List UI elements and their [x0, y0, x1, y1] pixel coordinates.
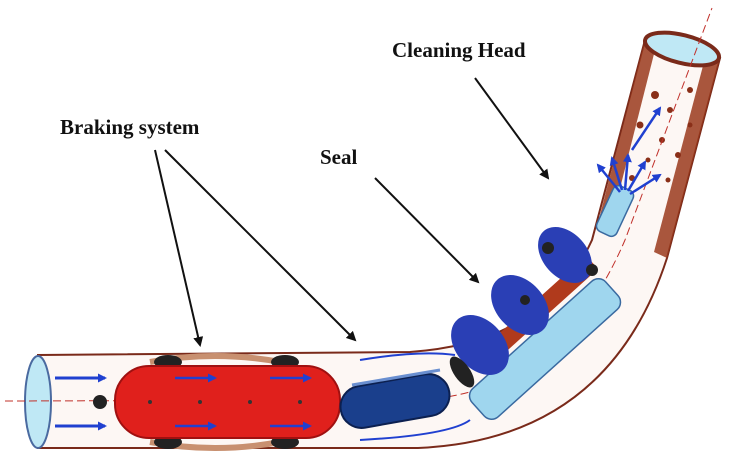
flow-line [359, 352, 456, 361]
seal-bolt [586, 264, 598, 276]
braking-system-label: Braking system [60, 115, 200, 139]
braking-unit [114, 353, 341, 451]
deposit-lower [654, 58, 720, 258]
connector-body [339, 373, 451, 429]
leader-arrows [154, 77, 550, 347]
seal-end-cap [449, 356, 475, 388]
braking-arrow-2 [164, 149, 357, 342]
seal-bolt [542, 242, 554, 254]
body-flow [175, 373, 312, 431]
seal-shaft [468, 278, 622, 420]
inlet-flow [55, 373, 107, 431]
flow-line [359, 419, 471, 441]
seal-disc [451, 315, 509, 375]
braking-arrow-1 [154, 149, 204, 347]
head-arrow [474, 77, 550, 180]
connector-unit [339, 352, 471, 441]
seal-assembly [449, 227, 622, 420]
pipe-end-left [24, 355, 52, 449]
cleaning-head-label: Cleaning Head [392, 38, 526, 62]
tether-joint [93, 395, 107, 409]
seal-bolt [520, 295, 530, 305]
pipe-end-top [642, 30, 722, 68]
seal-disc [491, 275, 549, 335]
seal-arrow [374, 177, 480, 284]
connector-highlight [351, 368, 441, 387]
water-jet-icon [596, 106, 662, 196]
body-dots [148, 400, 302, 404]
seal-label: Seal [320, 145, 358, 169]
seal-disc [538, 227, 592, 283]
cleaning-head [595, 106, 662, 238]
deposit-upper [600, 40, 655, 220]
